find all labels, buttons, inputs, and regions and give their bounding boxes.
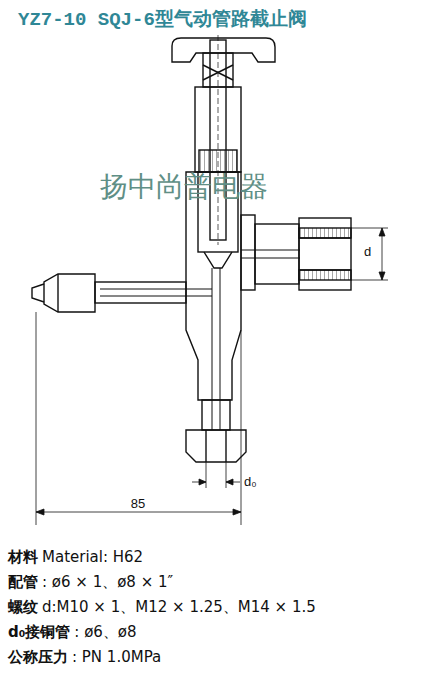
spec-value: : PN 1.0MPa bbox=[72, 648, 161, 666]
spec-key: 材料 bbox=[8, 548, 38, 567]
spec-key: 螺纹 bbox=[8, 598, 38, 617]
spec-value: Material: H62 bbox=[42, 548, 143, 566]
drawing-title: YZ7-10 SQJ-6型气动管路截止阀 bbox=[18, 6, 307, 32]
dimension-label: d₀ bbox=[244, 474, 257, 489]
spec-value: : ø6、ø8 bbox=[74, 623, 136, 642]
spec-key: 配管 bbox=[8, 573, 38, 592]
spec-key: d₀接铜管 bbox=[8, 623, 70, 642]
dimension-label: 85 bbox=[131, 496, 145, 511]
spec-key: 公称压力 bbox=[8, 648, 68, 667]
spec-value: : ø6 × 1、ø8 × 1″ bbox=[42, 573, 173, 592]
spec-value: d:M10 × 1、M12 × 1.25、M14 × 1.5 bbox=[42, 598, 316, 617]
dimension-label: d bbox=[364, 244, 371, 259]
watermark: 扬中尚普电器 bbox=[100, 168, 268, 206]
valve-outline bbox=[32, 35, 388, 525]
